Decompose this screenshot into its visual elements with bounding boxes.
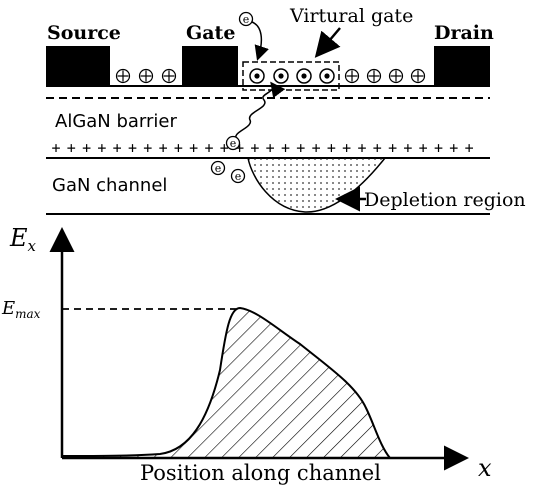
trapped-electrons xyxy=(249,68,335,84)
positive-charge: + xyxy=(296,139,305,157)
field-curve xyxy=(61,306,391,459)
positive-charge: + xyxy=(357,139,366,157)
svg-text:e: e xyxy=(235,170,242,183)
gate-electrode xyxy=(182,46,238,86)
virtual-gate-box xyxy=(242,61,340,91)
positive-charge: + xyxy=(51,139,60,157)
depletion-label: Depletion region xyxy=(364,189,526,211)
positive-charge: + xyxy=(97,139,106,157)
surface-donors-right xyxy=(344,68,426,84)
polarization-charges: + + + + + + + + + + + + + + + + + + + + + + + + + + + + xyxy=(51,139,473,157)
device-cross-section: Source Gate Drain Virtural gate xyxy=(46,5,526,215)
positive-charge: + xyxy=(159,139,168,157)
positive-charge: + xyxy=(373,139,382,157)
drain-electrode xyxy=(434,46,490,86)
y-axis-label: Ex xyxy=(9,224,37,255)
electron-icon: e xyxy=(225,135,241,151)
field-profile-plot: Ex x Position along channel Emax xyxy=(1,224,492,485)
positive-charge: + xyxy=(434,139,443,157)
svg-text:e: e xyxy=(215,162,222,175)
emax-label: Emax xyxy=(1,298,41,321)
electron-icon: e xyxy=(238,11,254,27)
channel-label: GaN channel xyxy=(52,175,167,196)
barrier-label: AlGaN barrier xyxy=(55,111,177,132)
positive-charge: + xyxy=(465,139,474,157)
positive-charge: + xyxy=(250,139,259,157)
source-label: Source xyxy=(47,22,121,44)
positive-charge: + xyxy=(235,139,244,157)
positive-charge: + xyxy=(220,139,229,157)
electron-icon: e xyxy=(230,168,246,184)
depletion-region xyxy=(247,157,387,213)
source-electrode xyxy=(46,46,110,86)
surface-donors-left xyxy=(115,68,177,84)
positive-charge: + xyxy=(189,139,198,157)
gate-injection-arrow xyxy=(251,21,269,61)
gate-label: Gate xyxy=(186,22,235,44)
positive-charge: + xyxy=(143,139,152,157)
positive-charge: + xyxy=(327,139,336,157)
positive-charge: + xyxy=(82,139,91,157)
positive-charge: + xyxy=(419,139,428,157)
positive-charge: + xyxy=(266,139,275,157)
positive-charge: + xyxy=(128,139,137,157)
positive-charge: + xyxy=(403,139,412,157)
field-area xyxy=(62,308,390,458)
virtual-gate-label: Virtural gate xyxy=(289,5,413,27)
positive-charge: + xyxy=(312,139,321,157)
x-axis-symbol: x xyxy=(478,454,492,482)
svg-text:e: e xyxy=(243,13,250,26)
x-axis-label: Position along channel xyxy=(140,461,381,485)
positive-charge: + xyxy=(67,139,76,157)
positive-charge: + xyxy=(449,139,458,157)
virtual-gate-pointer xyxy=(314,27,341,58)
positive-charge: + xyxy=(113,139,122,157)
positive-charge: + xyxy=(204,139,213,157)
electron-icon: e xyxy=(210,160,226,176)
positive-charge: + xyxy=(388,139,397,157)
svg-text:e: e xyxy=(230,137,237,150)
drain-label: Drain xyxy=(434,22,494,44)
positive-charge: + xyxy=(281,139,290,157)
positive-charge: + xyxy=(174,139,183,157)
positive-charge: + xyxy=(342,139,351,157)
tunneling-path xyxy=(234,81,286,141)
